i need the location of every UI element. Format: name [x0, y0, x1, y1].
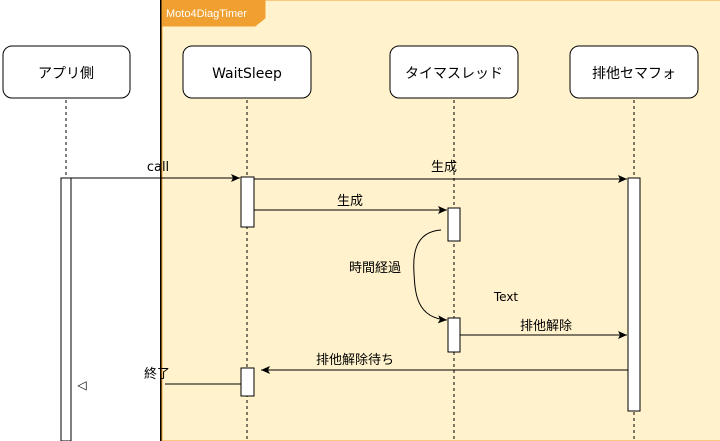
participant-timer: タイマスレッド — [389, 45, 519, 99]
message-create-mutex-label: 生成 — [431, 160, 457, 175]
participant-app: アプリ側 — [2, 45, 131, 99]
frame-label: Moto4DiagTimer — [166, 8, 247, 20]
message-call-label: call — [147, 160, 169, 175]
activation-timer-2 — [447, 317, 461, 353]
message-wait-release-label: 排他解除待ち — [316, 353, 394, 368]
activation-app — [60, 177, 72, 441]
message-elapsed-curve — [413, 229, 448, 324]
activation-timer-1 — [447, 207, 461, 242]
message-create-timer-label: 生成 — [337, 194, 363, 209]
frame-tab — [161, 0, 266, 27]
text-note-label: Text — [493, 290, 519, 304]
participant-label: WaitSleep — [212, 66, 282, 82]
message-end-label: 終了 — [144, 366, 170, 382]
participant-mutex: 排他セマフォ — [569, 45, 699, 99]
activations — [60, 176, 641, 441]
participant-label: アプリ側 — [38, 66, 94, 82]
participant-label: タイマスレッド — [405, 66, 503, 82]
participant-waitsleep: WaitSleep — [182, 45, 312, 99]
message-elapsed-label: 時間経過 — [349, 261, 401, 276]
activation-waitsleep-2 — [240, 367, 255, 397]
activation-mutex — [627, 177, 641, 412]
messages — [71, 174, 628, 385]
return-arrow-glyph: ◁ — [76, 378, 86, 392]
message-release-label: 排他解除 — [520, 319, 572, 334]
activation-waitsleep-1 — [240, 176, 255, 228]
participant-label: 排他セマフォ — [592, 66, 676, 82]
